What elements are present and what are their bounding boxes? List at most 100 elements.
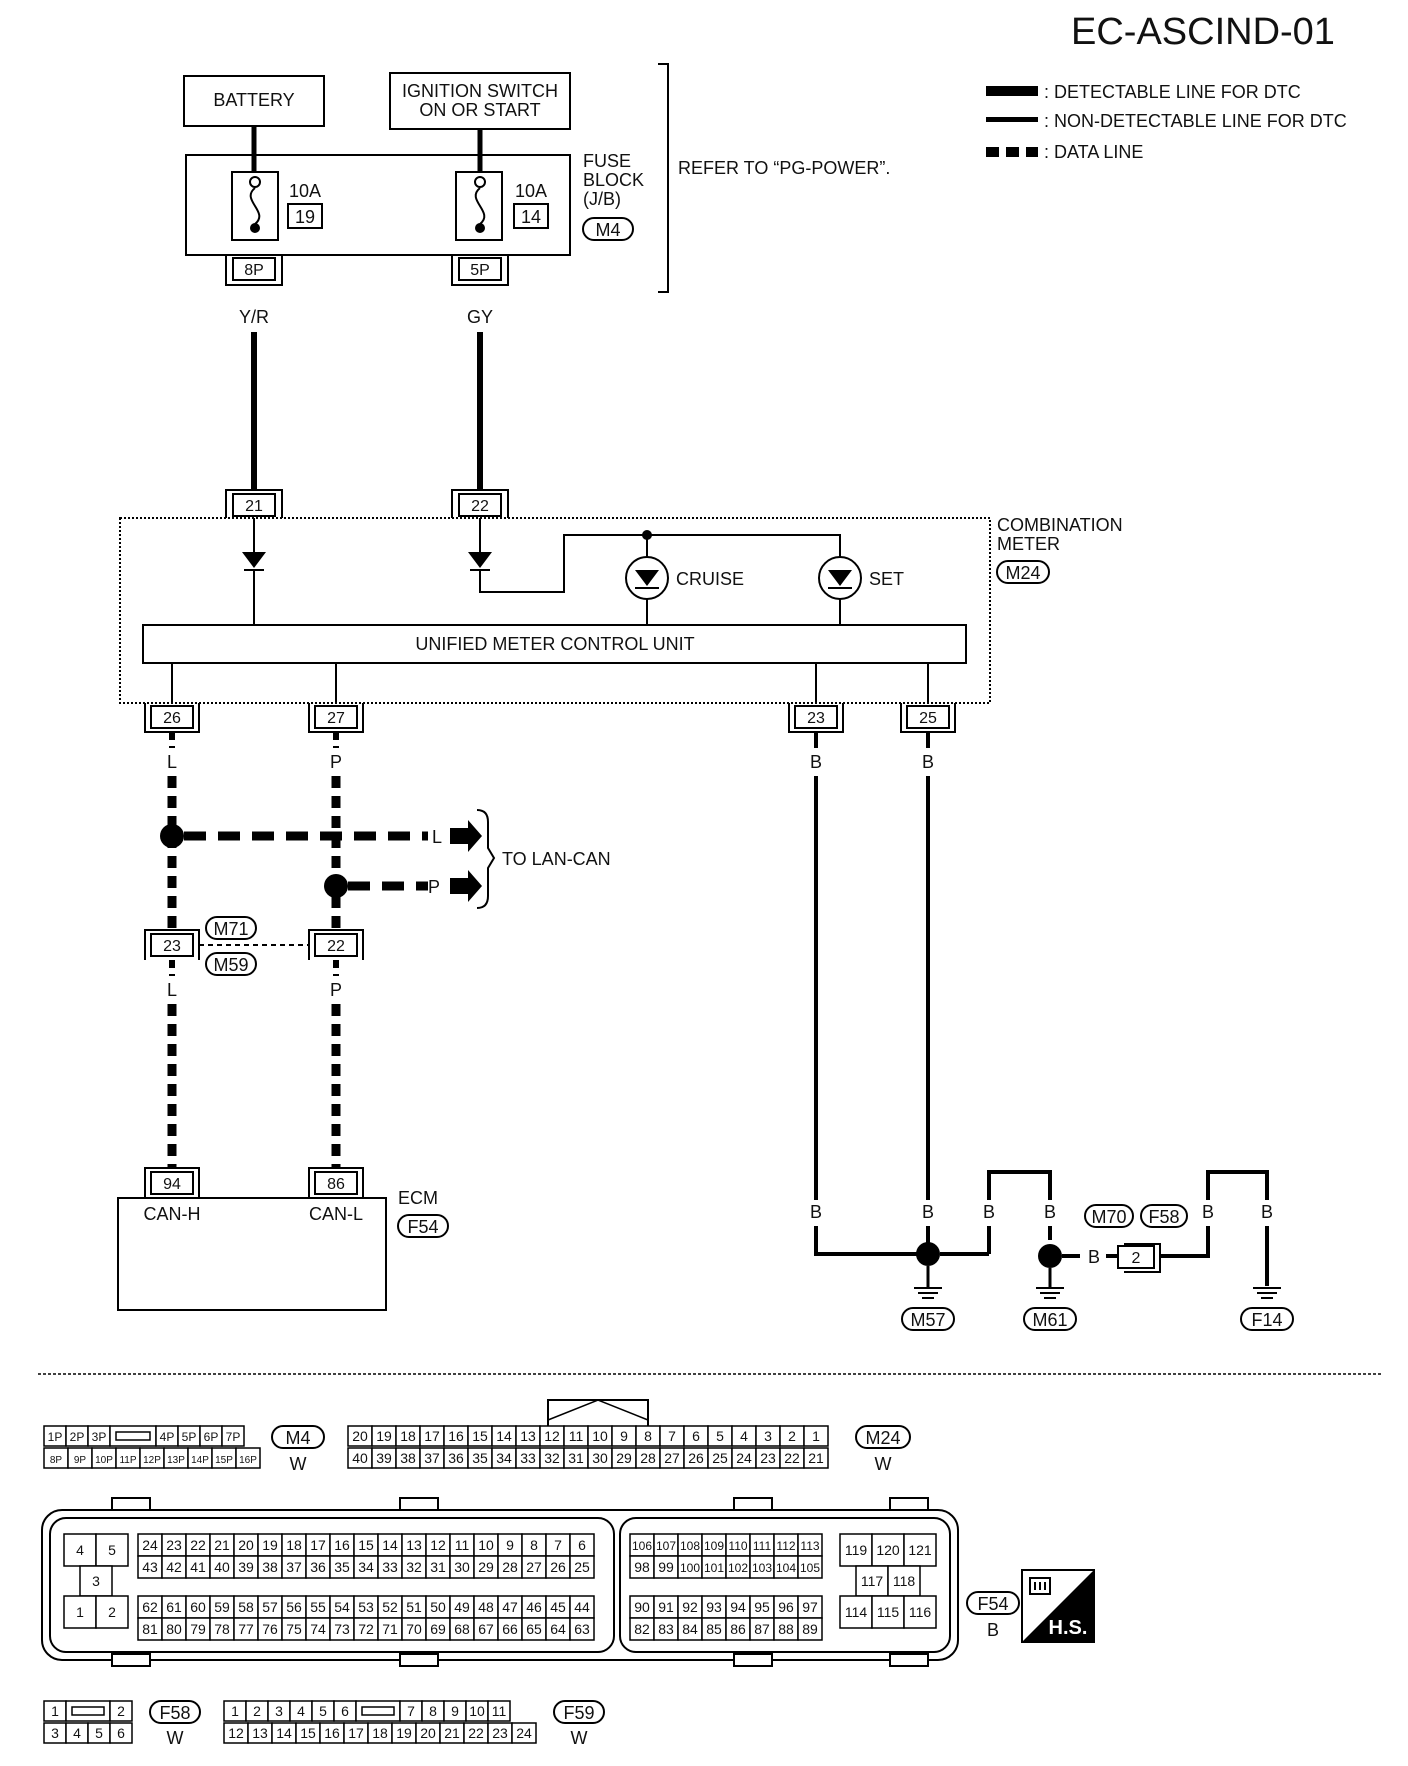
f54-pin-104-label: 104 xyxy=(776,1561,796,1575)
ecm-connector: F54 xyxy=(407,1217,438,1237)
f54-pin-116-label: 116 xyxy=(909,1604,932,1620)
legend-data-text: : DATA LINE xyxy=(1044,142,1143,162)
refer-text: REFER TO “PG-POWER”. xyxy=(678,158,890,178)
f54-pin-92-label: 92 xyxy=(682,1599,698,1615)
m24-pin-30-label: 30 xyxy=(592,1450,608,1466)
m4-lock xyxy=(109,1425,157,1447)
f54-pin-8-label: 8 xyxy=(530,1537,538,1553)
connector-f59-color: W xyxy=(571,1728,588,1748)
f54-pin-69-label: 69 xyxy=(430,1621,446,1637)
terminal-5p: 5P xyxy=(451,255,509,286)
f54-pin-19-label: 19 xyxy=(262,1537,278,1553)
joint-connector-top-oval xyxy=(205,916,257,940)
f54-pin-66-label: 66 xyxy=(502,1621,518,1637)
m24-pin-7-label: 7 xyxy=(668,1428,676,1444)
cruise-lamp: CRUISE xyxy=(625,556,744,600)
f54-pin-113-label: 113 xyxy=(800,1539,819,1553)
f54-pin-77-label: 77 xyxy=(238,1621,254,1637)
wire-color-b-pin25: B xyxy=(922,752,934,772)
f54-pin-116 xyxy=(903,1595,937,1629)
f54-pin-2-label: 2 xyxy=(108,1604,116,1620)
f54-pin-32-label: 32 xyxy=(406,1559,422,1575)
f54-pin-46-label: 46 xyxy=(526,1599,542,1615)
f54-pin-11-label: 11 xyxy=(455,1537,470,1553)
f54-pin-3 xyxy=(79,1565,113,1597)
f54-pin-74-label: 74 xyxy=(310,1621,326,1637)
ignition-label-2: ON OR START xyxy=(419,100,540,120)
f58-pin-2-label: 2 xyxy=(117,1703,125,1719)
f54-pin-87-label: 87 xyxy=(754,1621,770,1637)
lan-brace xyxy=(476,809,496,909)
f59-pin-4-label: 4 xyxy=(297,1703,305,1719)
fuse-block-connector-oval xyxy=(582,217,634,241)
m4-pin-1P-label: 1P xyxy=(48,1430,63,1444)
m4-pin-9P-label: 9P xyxy=(74,1455,87,1466)
pin-22: 22 xyxy=(451,489,509,518)
m24-pin-21-label: 21 xyxy=(808,1450,824,1466)
f54-pin-40-label: 40 xyxy=(214,1559,230,1575)
f58-pin-2 xyxy=(109,1700,133,1722)
m24-pin-10-label: 10 xyxy=(592,1428,608,1444)
m24-pin-13-label: 13 xyxy=(520,1428,536,1444)
ground-f14-label: F14 xyxy=(1251,1310,1282,1330)
m24-pin-20-label: 20 xyxy=(352,1428,368,1444)
combination-meter-connector: M24 xyxy=(1005,563,1040,583)
m24-pin-8-label: 8 xyxy=(644,1428,652,1444)
m4-pin-10P-label: 10P xyxy=(95,1455,113,1466)
m24-pin-37-label: 37 xyxy=(424,1450,440,1466)
lan-arrow-p xyxy=(450,870,482,902)
m24-pin-25-label: 25 xyxy=(712,1450,728,1466)
fuse-block-label-1: FUSE xyxy=(583,151,631,171)
fuse-19-rating: 10A xyxy=(289,181,321,201)
wire-color-gy: GY xyxy=(467,307,493,327)
f54-pin-103-label: 103 xyxy=(752,1561,772,1575)
f54-pin-75-label: 75 xyxy=(286,1621,302,1637)
f54-pin-57-label: 57 xyxy=(262,1599,278,1615)
f58-pin-5-label: 5 xyxy=(95,1725,103,1741)
f54-pin-62-label: 62 xyxy=(142,1599,158,1615)
f59-pin-1-label: 1 xyxy=(231,1703,239,1719)
fuse-block-box xyxy=(185,154,571,256)
f54-pin-28-label: 28 xyxy=(502,1559,518,1575)
f54-pin-109-label: 109 xyxy=(704,1539,724,1553)
joint-connector-top: M71 xyxy=(213,919,248,939)
f54-pin-15-label: 15 xyxy=(358,1537,374,1553)
m4-pin-16P xyxy=(235,1447,261,1469)
svg-text:25: 25 xyxy=(919,710,937,727)
m4-pin-2P-label: 2P xyxy=(70,1430,85,1444)
connector-f54-color: B xyxy=(987,1620,999,1640)
f54-pin-12-label: 12 xyxy=(430,1537,446,1553)
f54-pin-25-label: 25 xyxy=(574,1559,590,1575)
f54-pin-111-label: 111 xyxy=(753,1539,772,1553)
f59-pin-21-label: 21 xyxy=(444,1725,460,1741)
f54-pin-1-label: 1 xyxy=(76,1604,84,1620)
ecm-connector-oval xyxy=(397,1214,449,1238)
f54-pin-3-label: 3 xyxy=(92,1573,100,1589)
ecm-box xyxy=(117,1197,387,1311)
combination-meter-label-1: COMBINATION xyxy=(997,515,1123,535)
combination-meter-label-2: METER xyxy=(997,534,1060,554)
ecm-pin-94: 94 xyxy=(144,1167,200,1198)
f54-pin-89-label: 89 xyxy=(802,1621,818,1637)
svg-text:22: 22 xyxy=(471,498,489,515)
f58-pin-3-label: 3 xyxy=(51,1725,59,1741)
f59-pin-5-label: 5 xyxy=(319,1703,327,1719)
page-code: EC-ASCIND-01 xyxy=(1071,11,1335,53)
lan-wire-l-color: L xyxy=(432,827,442,847)
f59-pin-17-label: 17 xyxy=(348,1725,364,1741)
m24-pin-11-label: 11 xyxy=(569,1428,584,1444)
connector-f54-id: F54 xyxy=(977,1594,1008,1614)
f54-pin-36-label: 36 xyxy=(310,1559,326,1575)
f54-pin-23-label: 23 xyxy=(166,1537,182,1553)
f59-pin-10-label: 10 xyxy=(469,1703,485,1719)
f54-pin-78-label: 78 xyxy=(214,1621,230,1637)
lan-wire-p-color: P xyxy=(428,877,440,897)
f54-pin-110-label: 110 xyxy=(728,1539,747,1553)
ground-connector-a: M70 xyxy=(1091,1207,1126,1227)
svg-text:94: 94 xyxy=(163,1176,181,1193)
m24-pin-28-label: 28 xyxy=(640,1450,656,1466)
svg-text:8P: 8P xyxy=(244,262,264,279)
f54-pin-97-label: 97 xyxy=(802,1599,818,1615)
f54-pin-81-label: 81 xyxy=(142,1621,158,1637)
